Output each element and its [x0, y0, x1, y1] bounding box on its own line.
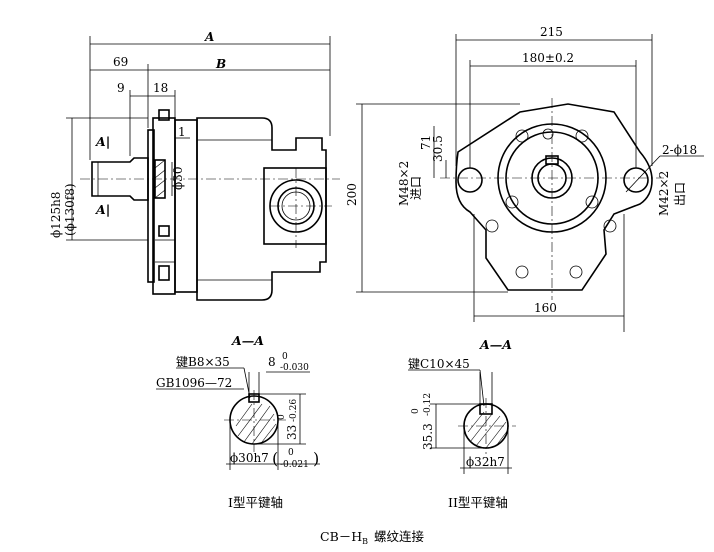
outlet-label: 出口	[673, 182, 687, 206]
section-i-standard-label: GB1096—72	[156, 376, 232, 390]
section-i-width-label: 8	[268, 355, 276, 369]
dim-180-label: 180±0.2	[522, 51, 574, 65]
section-mark-bottom: A|	[95, 202, 110, 217]
outlet-thread-label: M42×2	[657, 171, 671, 216]
section-ii-depth-label: 35.3	[421, 423, 435, 450]
dim-71-label: 71	[419, 135, 433, 150]
inlet-label: 进口	[409, 176, 423, 200]
section-mark-top: A|	[95, 134, 110, 149]
section-i-depth-upper: 0	[277, 414, 287, 420]
inlet-thread-label: M48×2	[397, 161, 411, 206]
front-view: A B 69 9 18 1 ϕ30 ϕ125h8 (ϕ130f8) A| A|	[49, 30, 340, 301]
section-i-shaft-paren-close: )	[313, 449, 319, 468]
section-i-key-label: 键B8×35	[176, 355, 230, 369]
section-i-width-lower: -0.030	[280, 363, 309, 373]
section-i: A—A 键B8×35 GB1096—72 8 0 -0.030 33 0 -0.…	[156, 333, 320, 510]
section-ii-key-label: 键C10×45	[408, 357, 470, 371]
section-ii: A—A 键C10×45 35.3 0 -0.12 ϕ32h7 II型平键轴	[408, 337, 516, 510]
section-ii-depth-upper: 0	[411, 408, 421, 414]
dim-phi130-label: (ϕ130f8)	[63, 183, 77, 236]
section-i-depth-label: 33	[285, 425, 299, 440]
section-i-shaft-label: ϕ30h7	[230, 451, 269, 465]
section-i-width-upper: 0	[282, 352, 288, 362]
section-ii-caption: II型平键轴	[448, 495, 508, 510]
footer-caption-suffix: 螺纹连接	[374, 529, 425, 544]
side-view: 215 180±0.2 200 71 30.5 M48×2 进口 M42×2 出…	[345, 25, 704, 332]
section-ii-depth-lower: -0.12	[423, 393, 433, 416]
section-i-depth-lower: -0.26	[289, 399, 299, 422]
section-i-shaft-paren-open: (	[272, 449, 278, 468]
dim-9-label: 9	[117, 81, 125, 95]
section-ii-title: A—A	[479, 337, 512, 352]
dim-b-label: B	[215, 57, 226, 71]
dim-160-label: 160	[534, 301, 557, 315]
dim-30-5-label: 30.5	[431, 135, 445, 162]
section-i-shaft-lower: -0.021	[280, 460, 309, 470]
dim-18-label: 18	[153, 81, 168, 95]
dim-200-label: 200	[345, 183, 359, 206]
dim-215-label: 215	[540, 25, 563, 39]
section-ii-shaft-label: ϕ32h7	[466, 455, 505, 469]
section-i-shaft-upper: 0	[288, 448, 294, 458]
dim-a-label: A	[204, 30, 214, 44]
section-i-title: A—A	[231, 333, 264, 348]
dim-69-label: 69	[113, 55, 128, 69]
dim-1-label: 1	[178, 125, 186, 139]
footer-caption-sub: B	[362, 537, 368, 546]
dim-phi30-label: ϕ30	[171, 167, 185, 190]
footer-caption-prefix: CB－H	[320, 529, 362, 544]
dim-phi125-label: ϕ125h8	[49, 192, 63, 238]
section-i-caption: I型平键轴	[228, 495, 283, 510]
footer-caption: CB－HB 螺纹连接	[320, 529, 425, 546]
footer-caption-text: CB－HB 螺纹连接	[320, 529, 425, 546]
holes-label: 2-ϕ18	[662, 143, 697, 157]
